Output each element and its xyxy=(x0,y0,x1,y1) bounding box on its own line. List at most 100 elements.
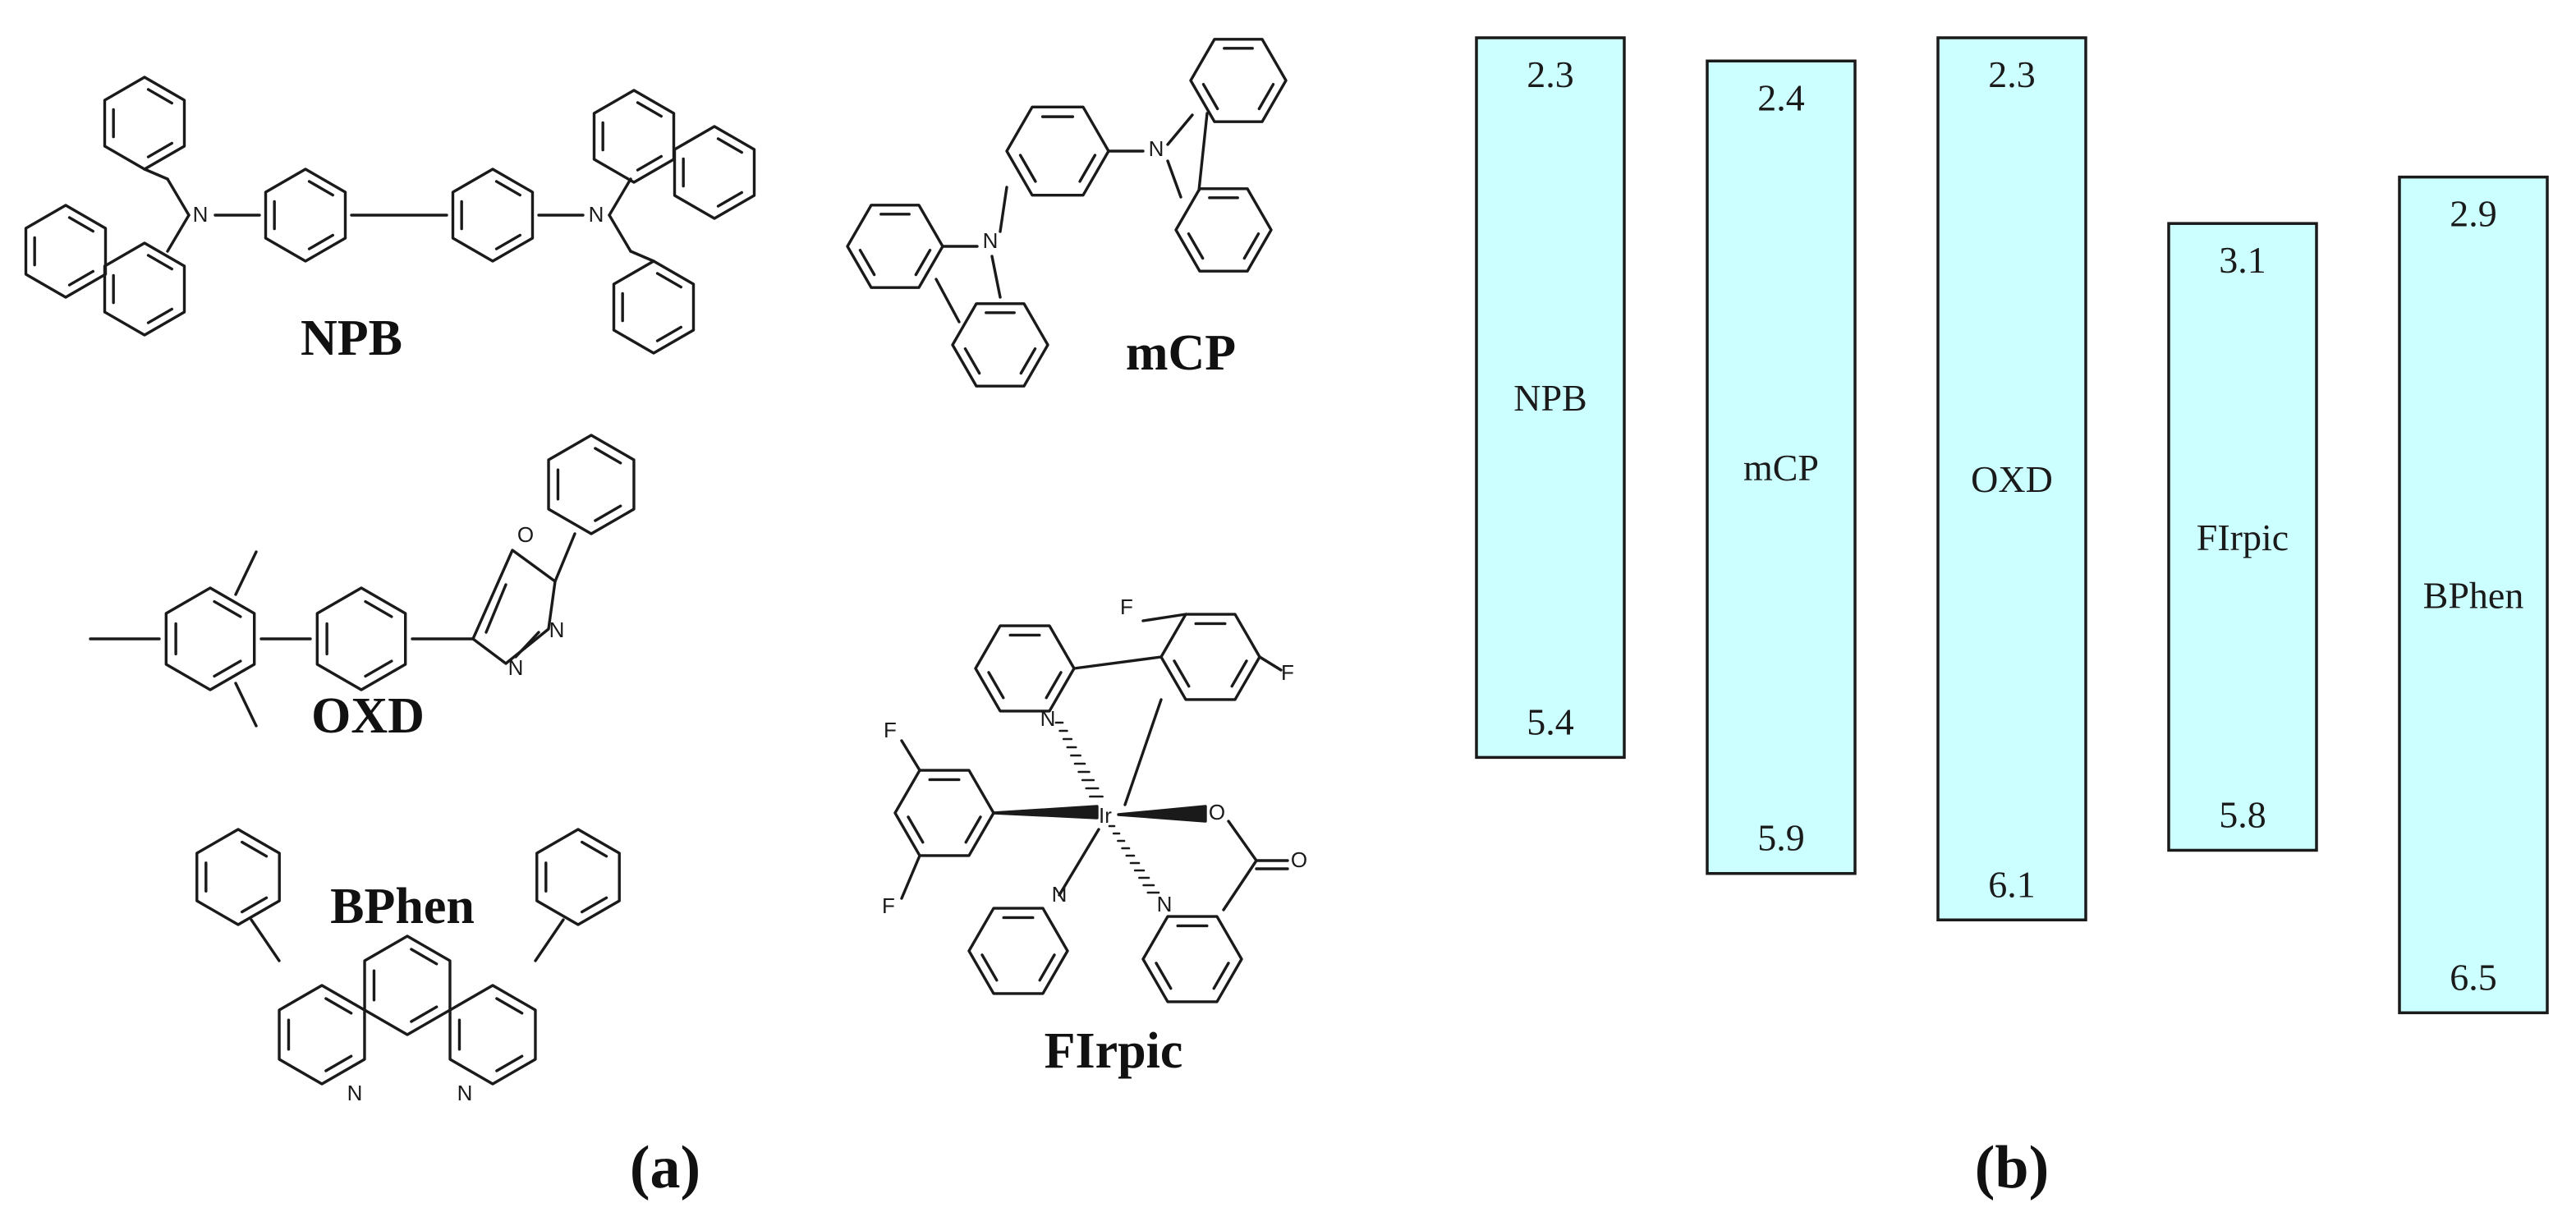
double-bond xyxy=(980,953,999,982)
firpic-pyridine-top xyxy=(974,624,1076,713)
oxd-phenyl-bond xyxy=(553,532,576,583)
bond xyxy=(1197,112,1209,192)
oxd-oxadiazole-ring xyxy=(471,549,557,665)
firpic-n-top-atom: N xyxy=(1040,706,1056,731)
double-bond xyxy=(858,249,876,277)
npb-phenyl-right xyxy=(612,259,696,355)
firpic-difluorophenyl-left xyxy=(893,769,995,857)
double-bond xyxy=(324,1054,353,1072)
bphen-phenyl-right xyxy=(535,828,621,926)
double-bond xyxy=(213,599,242,618)
mcp-carbazole-top-ring-a xyxy=(1189,38,1288,123)
double-bond xyxy=(716,137,743,154)
npb-naphthyl-left-a xyxy=(103,241,186,337)
npb-name: NPB xyxy=(301,310,402,366)
bphen-structure: N N BPhen xyxy=(195,828,621,1105)
double-bond xyxy=(1173,659,1191,688)
bond xyxy=(1166,159,1182,199)
firpic-n-bottom-atom: N xyxy=(1052,882,1068,907)
double-bond xyxy=(241,896,269,914)
double-bond xyxy=(307,180,334,197)
material-name: FIrpic xyxy=(2197,517,2289,558)
firpic-f-bond xyxy=(1141,613,1187,622)
firpic-difluorophenyl-top xyxy=(1159,613,1261,701)
firpic-picolinate-ring xyxy=(1141,915,1243,1003)
mcp-n-bottom-atom: N xyxy=(983,228,999,253)
firpic-c-ring-bond xyxy=(1222,859,1258,911)
double-bond xyxy=(410,948,439,966)
panel-b-energy-levels: 2.35.4NPB2.45.9mCP2.36.1OXD3.15.8FIrpic2… xyxy=(1475,36,2549,1201)
bphen-phenyl-left xyxy=(195,828,281,926)
double-bond xyxy=(907,815,925,844)
mcp-n-bond xyxy=(999,186,1008,233)
oxd-structure: O N N OXD xyxy=(89,434,636,744)
mcp-carbazole-top-ring-b xyxy=(1174,187,1273,273)
npb-n-left-atom: N xyxy=(193,202,209,227)
firpic-f-top-atom: F xyxy=(1120,595,1133,619)
double-bond xyxy=(963,347,981,375)
double-bond xyxy=(514,631,540,659)
double-bond xyxy=(1038,953,1056,982)
bond xyxy=(990,255,1002,299)
bphen-n-left-atom: N xyxy=(347,1081,363,1105)
material-name: OXD xyxy=(1971,458,2053,500)
homo-value: 5.9 xyxy=(1757,817,1805,859)
material-name: BPhen xyxy=(2423,574,2524,616)
double-bond xyxy=(410,1005,439,1023)
double-bond xyxy=(636,154,663,172)
panel-a-label: (a) xyxy=(630,1134,700,1201)
double-bond xyxy=(594,504,622,522)
bond xyxy=(143,168,169,181)
bond xyxy=(1166,113,1194,146)
double-bond xyxy=(594,447,622,465)
double-bond xyxy=(1078,154,1097,183)
double-bond xyxy=(146,254,173,271)
oxd-o-atom: O xyxy=(517,522,534,547)
material-name: NPB xyxy=(1513,377,1586,419)
homo-value: 5.8 xyxy=(2219,793,2266,835)
npb-phenyl-left xyxy=(103,76,186,171)
double-bond xyxy=(1019,347,1037,375)
double-bond xyxy=(494,180,521,197)
double-bond xyxy=(1045,671,1063,700)
npb-n-phenyl-bond xyxy=(166,177,191,217)
bond xyxy=(934,278,961,324)
oxd-methyl xyxy=(234,682,258,728)
oxd-n1-atom: N xyxy=(549,618,565,642)
double-bond xyxy=(241,840,269,858)
bphen-central-ring xyxy=(363,934,452,1036)
energy-level-box xyxy=(2398,175,2549,1015)
bphen-skeleton xyxy=(195,828,621,1086)
bphen-pyridine-right xyxy=(448,984,537,1086)
double-bond xyxy=(716,191,743,208)
npb-n-naphthyl-bond xyxy=(608,177,632,217)
double-bond xyxy=(495,1054,524,1072)
bphen-pyridine-left xyxy=(278,984,366,1086)
oxd-n2-atom: N xyxy=(508,655,524,680)
firpic-pyridine-bottom xyxy=(967,907,1069,995)
oxd-mesityl-ring xyxy=(164,586,256,691)
double-bond xyxy=(324,997,353,1015)
firpic-c-ir-bond xyxy=(1123,698,1163,806)
bphen-phenyl-bond xyxy=(534,918,565,962)
npb-n-right-atom: N xyxy=(589,202,604,227)
firpic-structure: F F F F N N N Ir O O FIrpic xyxy=(882,595,1307,1079)
firpic-skeleton xyxy=(893,613,1289,1003)
homo-value: 6.5 xyxy=(2450,956,2497,998)
firpic-wedge-bond xyxy=(1117,805,1207,823)
panel-a-structures: N N NPB N N mCP O N N OXD N N BPhen xyxy=(24,38,1307,1201)
mcp-central-ring xyxy=(1005,105,1110,197)
mcp-n-top-atom: N xyxy=(1149,136,1164,161)
npb-structure: N N NPB xyxy=(24,76,756,366)
double-bond xyxy=(146,141,173,158)
double-bond xyxy=(67,269,94,287)
material-name: mCP xyxy=(1743,447,1819,489)
npb-n-naphthyl-bond xyxy=(166,214,191,253)
npb-core-ring-right xyxy=(451,168,535,263)
double-bond xyxy=(1018,154,1037,183)
